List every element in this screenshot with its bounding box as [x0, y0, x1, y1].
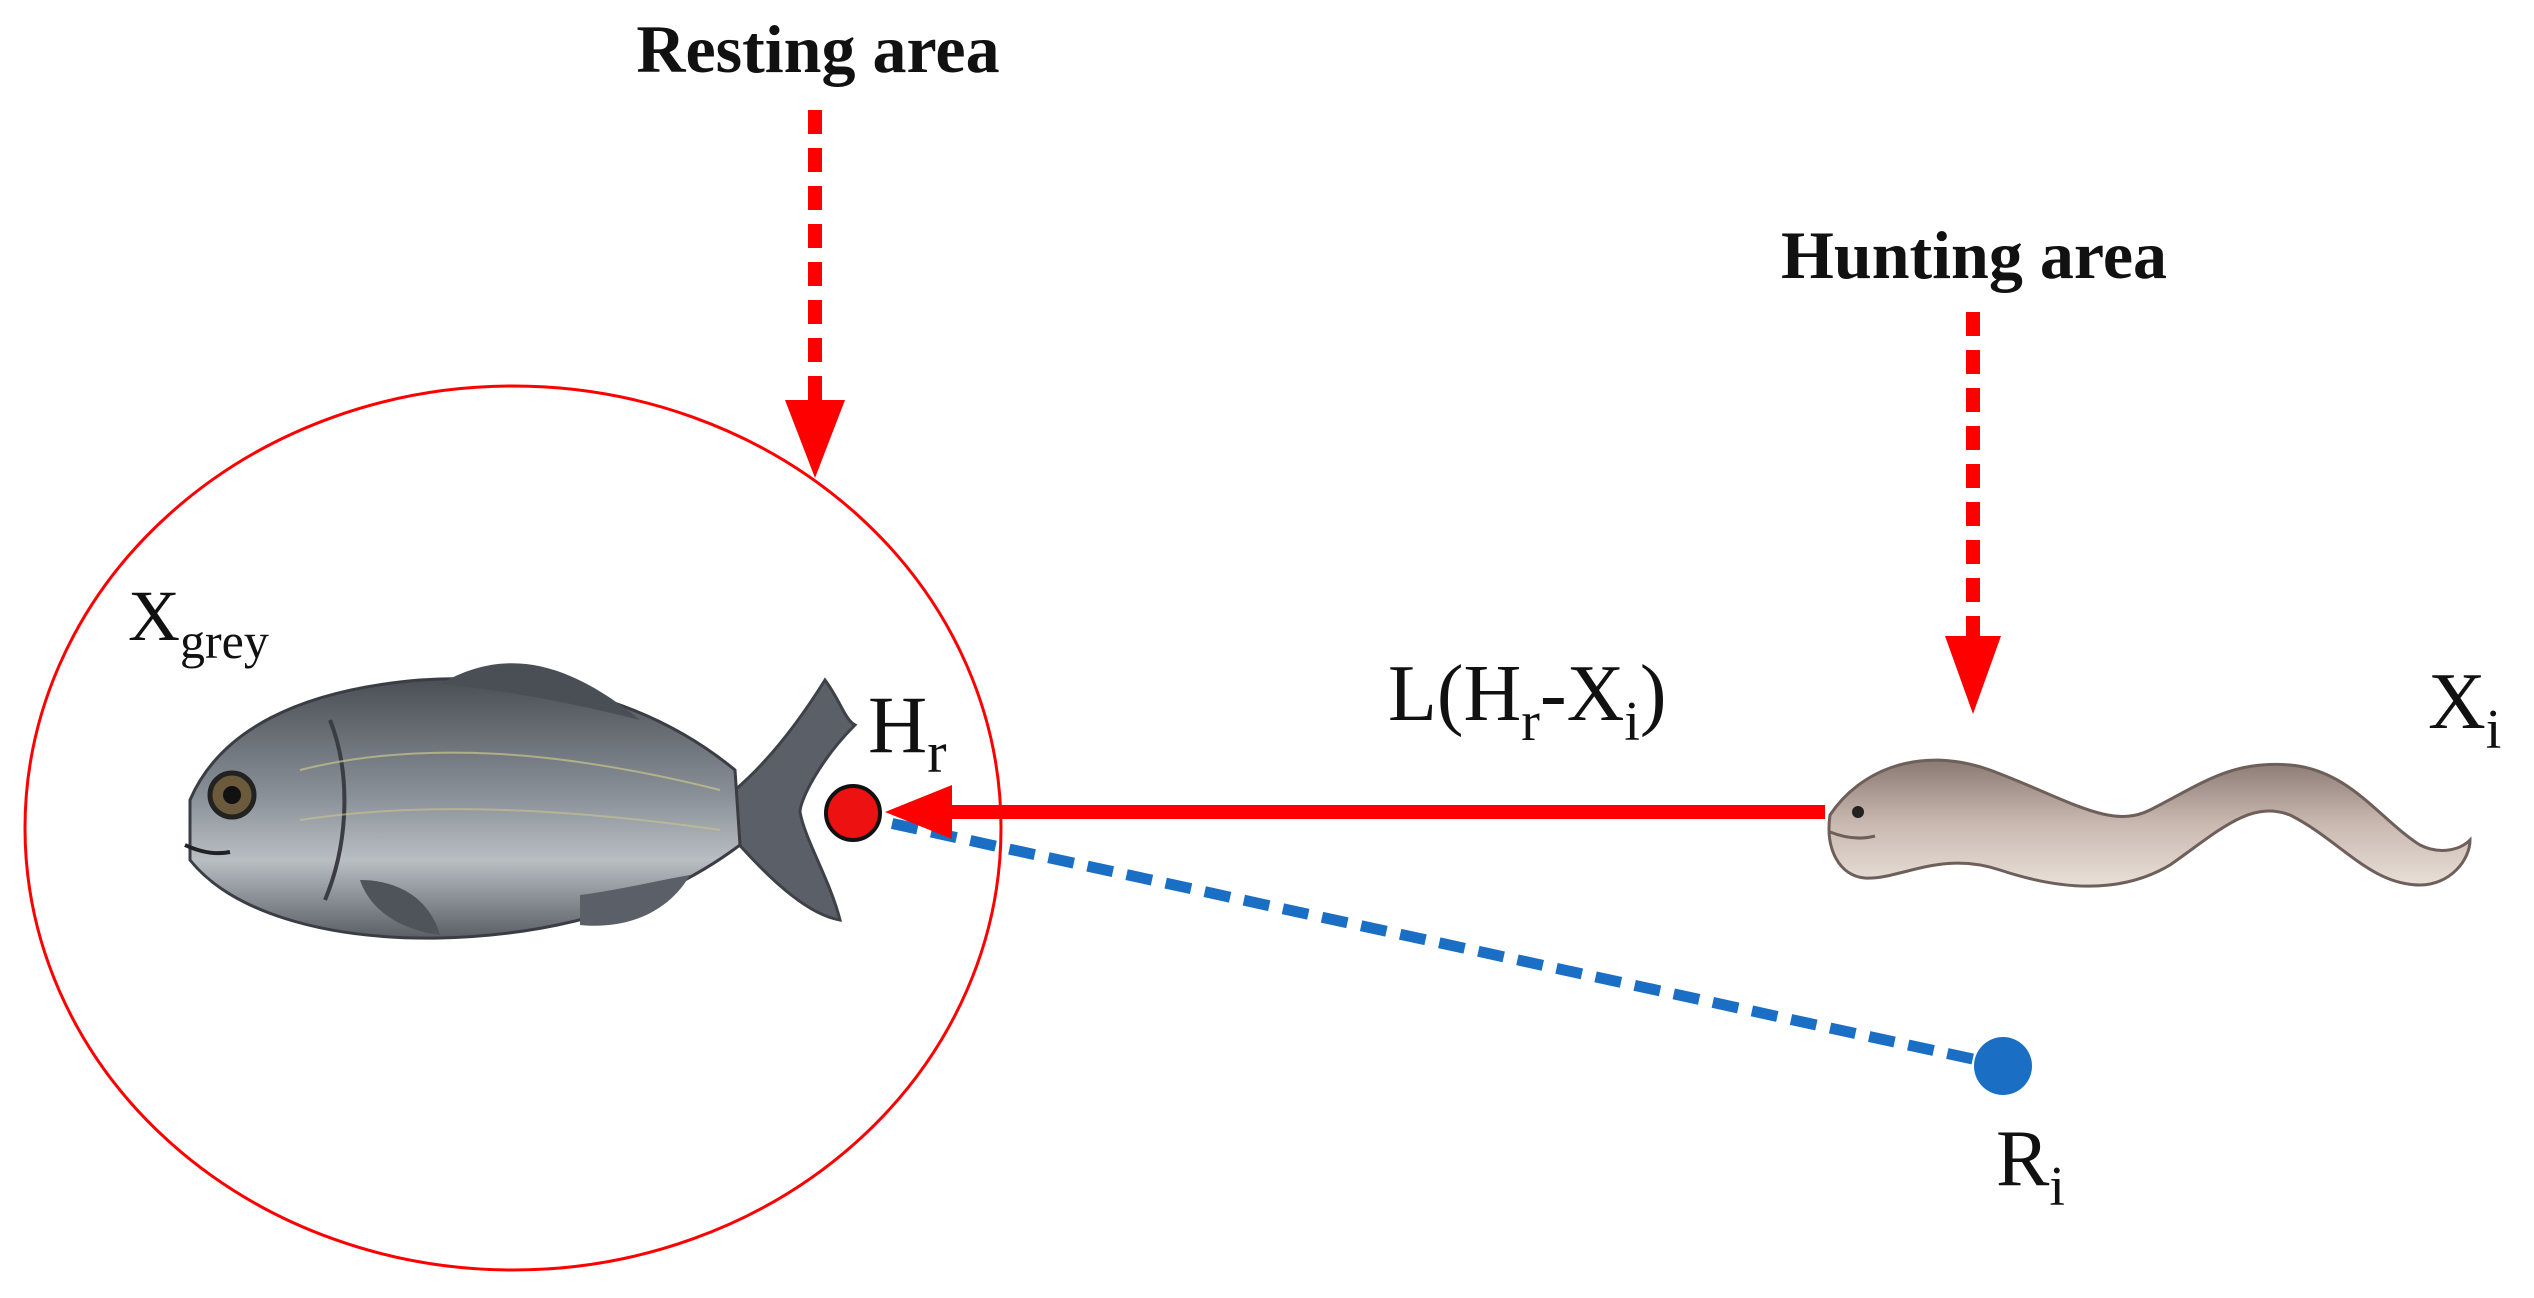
l-hr-xi-label: L(Hr-Xi) — [1388, 650, 1667, 753]
resting-area-pointer — [785, 110, 845, 478]
hunting-area-label: Hunting area — [1781, 217, 2167, 293]
l-sub-i: i — [1624, 691, 1640, 753]
r-i-point — [1974, 1037, 2032, 1095]
r-i-main: R — [1996, 1115, 2050, 1203]
l-mid: -X — [1540, 650, 1624, 738]
l-prefix: L(H — [1388, 650, 1521, 738]
svg-text:Hr: Hr — [868, 679, 947, 785]
r-i-sub: i — [2049, 1156, 2065, 1218]
eel-icon — [1829, 760, 2470, 886]
svg-text:Xgrey: Xgrey — [128, 576, 269, 669]
x-grey-label: Xgrey — [128, 576, 269, 669]
x-i-label: Xi — [2428, 658, 2501, 761]
l-sub-r: r — [1521, 691, 1540, 753]
grey-fish-icon — [185, 663, 855, 938]
r-i-label: Ri — [1996, 1115, 2065, 1218]
resting-area-label: Resting area — [636, 11, 999, 87]
h-r-main: H — [868, 679, 927, 770]
movement-arrow — [885, 785, 1825, 839]
x-i-main: X — [2428, 658, 2486, 746]
l-suffix: ) — [1640, 650, 1667, 738]
h-r-label: Hr — [868, 679, 947, 785]
h-r-to-r-i-dashed-line — [853, 815, 2000, 1065]
svg-text:L(Hr-Xi): L(Hr-Xi) — [1388, 650, 1667, 753]
x-grey-main: X — [128, 576, 180, 656]
x-i-sub: i — [2486, 699, 2502, 761]
svg-text:Ri: Ri — [1996, 1115, 2065, 1218]
svg-text:Xi: Xi — [2428, 658, 2501, 761]
x-grey-sub: grey — [180, 613, 269, 669]
h-r-point — [826, 786, 880, 840]
h-r-sub: r — [927, 720, 946, 785]
hunting-area-pointer — [1945, 312, 2001, 714]
